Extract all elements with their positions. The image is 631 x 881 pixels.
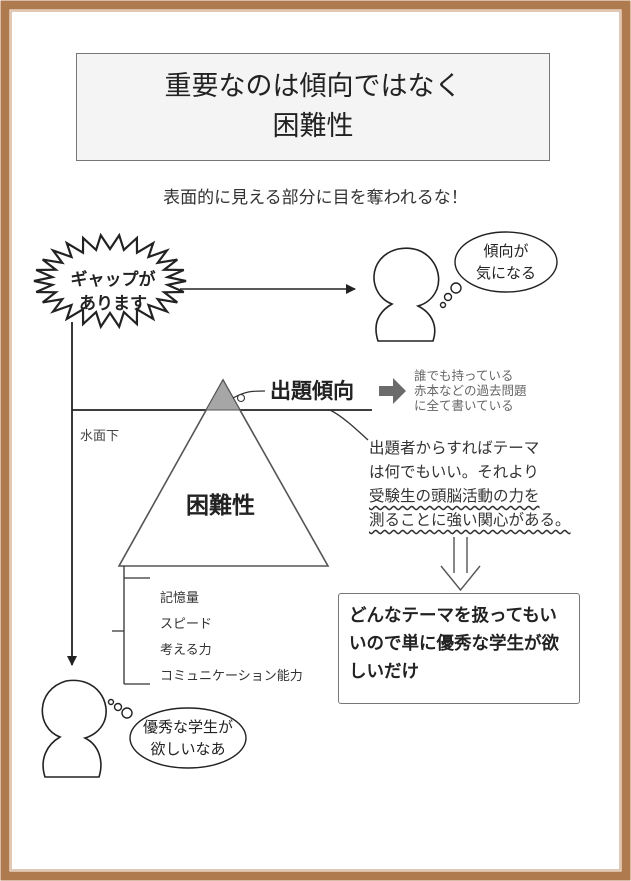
tendency-gray-arrow <box>379 378 406 404</box>
ability-item-thinking: 考える力 <box>160 643 212 658</box>
ability-bracket <box>112 566 150 685</box>
examiner-note-line-4: 測ることに強い関心がある。 <box>369 511 571 529</box>
ability-item-communication: コミュニケーション能力 <box>160 669 303 684</box>
examiner-note-line-1: 出題者からすればテーマ <box>369 439 540 457</box>
bottom-person-icon <box>41 679 107 778</box>
gap-burst-text: ギャップが あります <box>48 268 178 316</box>
tendency-note-line-2: 赤本などの過去問題 <box>414 383 527 398</box>
iceberg-triangle <box>117 378 330 567</box>
title-box: 重要なのは傾向ではなく 困難性 <box>76 53 550 161</box>
conclusion-box: どんなテーマを扱ってもいいので単に優秀な学生が欲しいだけ <box>338 593 580 704</box>
gap-burst-line-1: ギャップが <box>70 270 156 290</box>
ability-item-speed: スピード <box>160 617 213 632</box>
down-arrow-to-conclusion <box>440 537 481 592</box>
gap-burst-line-2: あります <box>79 294 147 314</box>
examiner-note: 出題者からすればテーマ は何でもいい。それより 受験生の頭脳活動の力を 測ること… <box>369 436 571 532</box>
examiner-leader-line <box>329 409 369 441</box>
exam-tendency-label: 出題傾向 <box>270 379 354 403</box>
top-person-icon <box>373 247 440 342</box>
title-line-1: 重要なのは傾向ではなく <box>164 71 462 102</box>
bottom-thought-bubble <box>107 698 247 769</box>
tendency-note: 誰でも持っている 赤本などの過去問題 に全て書いている <box>414 368 527 413</box>
subtitle: 表面的に見える部分に目を奪われるな！ <box>163 188 468 208</box>
examiner-note-line-3: 受験生の頭脳活動の力を <box>369 487 540 505</box>
top-thought-bubble <box>439 231 558 309</box>
top-thought-line-1: 傾向が <box>483 242 529 260</box>
tendency-note-line-3: に全て書いている <box>414 398 514 413</box>
gap-burst-shape <box>33 232 187 330</box>
picture-frame-inner <box>10 10 621 871</box>
tendency-leader-line <box>232 390 266 399</box>
difficulty-label: 困難性 <box>186 493 255 519</box>
ability-item-memory: 記憶量 <box>160 591 200 606</box>
bottom-thought-line-2: 欲しいなあ <box>150 740 226 758</box>
bottom-thought-text: 優秀な学生が 欲しいなあ <box>132 716 244 760</box>
iceberg-tip <box>205 378 241 411</box>
title-line-2: 困難性 <box>272 111 354 142</box>
top-thought-line-2: 気になる <box>475 264 536 282</box>
bottom-thought-line-1: 優秀な学生が <box>142 718 233 736</box>
top-thought-text: 傾向が 気になる <box>462 240 550 284</box>
tendency-note-line-1: 誰でも持っている <box>414 368 514 383</box>
examiner-note-line-2: は何でもいい。それより <box>369 463 539 481</box>
tendency-leader-dot <box>236 393 246 403</box>
underwater-label: 水面下 <box>80 429 120 444</box>
